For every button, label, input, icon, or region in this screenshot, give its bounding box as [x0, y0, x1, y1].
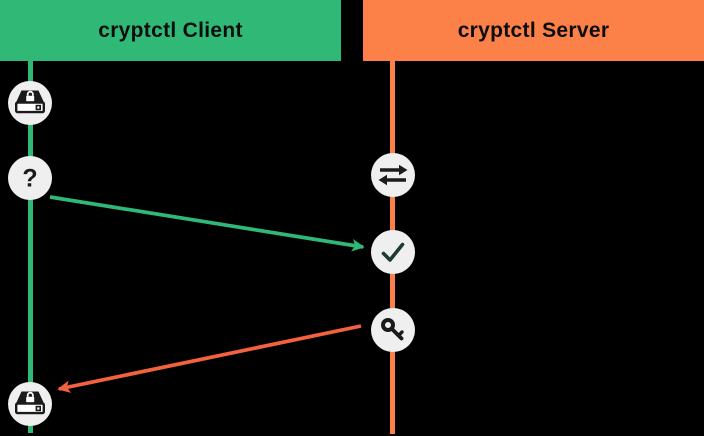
- client-lifeline: [27, 61, 33, 433]
- server-approved-node: [370, 230, 415, 274]
- server-exchange-node: [370, 153, 415, 197]
- check-icon: [371, 230, 415, 274]
- svg-text:?: ?: [22, 165, 37, 193]
- client-question-node: ?: [8, 156, 52, 200]
- client-lane-header: cryptctl Client: [0, 0, 341, 61]
- key-icon: [371, 308, 415, 352]
- question-mark-icon: ?: [8, 156, 52, 200]
- server-lane-title: cryptctl Server: [457, 18, 610, 42]
- server-lane-header: cryptctl Server: [363, 0, 704, 61]
- client-encrypted-disk-node: [8, 81, 52, 125]
- client-encrypted-disk-node-2: [8, 382, 52, 426]
- client-request-arrow: [49, 195, 365, 252]
- server-key-response-arrow: [57, 324, 362, 393]
- server-key-node: [370, 308, 415, 352]
- client-lane-title: cryptctl Client: [98, 18, 243, 42]
- encrypted-disk-icon: [8, 81, 52, 125]
- swap-arrows-icon: [371, 153, 415, 197]
- encrypted-disk-icon: [8, 382, 52, 426]
